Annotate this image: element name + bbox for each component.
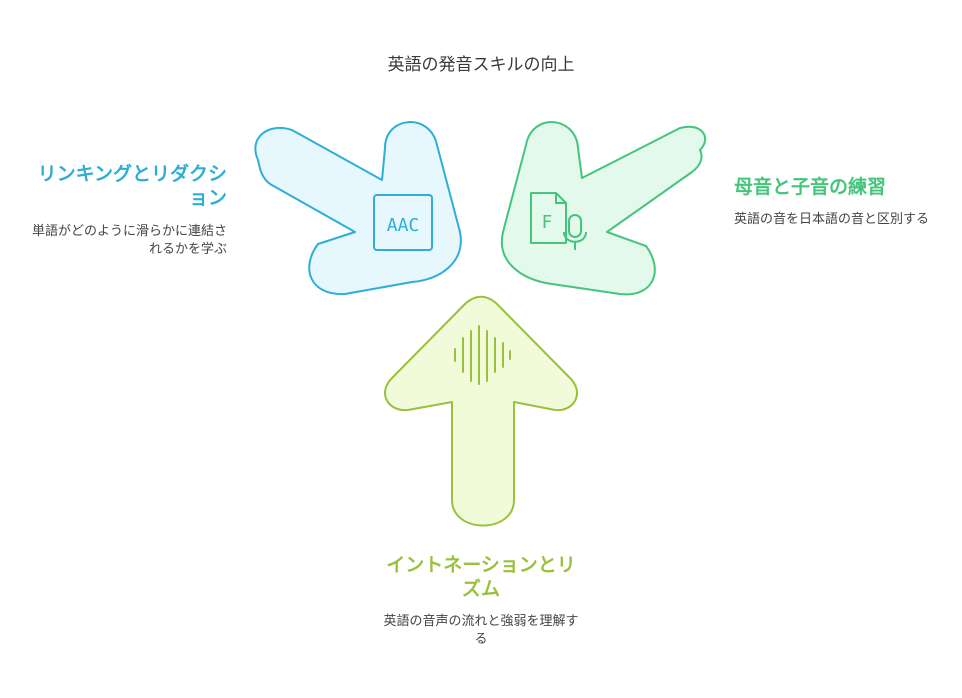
vowel-consonant-heading: 母音と子音の練習 [734, 176, 887, 198]
intonation-rhythm-description: 英語の音声の流れと強弱を理解する [383, 614, 579, 647]
aac-icon-label: AAC [387, 215, 420, 236]
left-arrow-shape [254, 121, 462, 296]
linking-reduction-heading: リンキングとリダクション [37, 163, 227, 209]
left-arrow: AAC [254, 121, 462, 296]
right-arrow-shape [500, 121, 707, 296]
linking-reduction-description: 単語がどのように滑らかに連結されるかを学ぶ [31, 224, 227, 257]
sound-wave-icon [454, 325, 511, 385]
file-microphone-icon: F [530, 192, 587, 250]
aac-icon: AAC [373, 194, 433, 251]
diagram-title: 英語の発音スキルの向上 [387, 55, 575, 75]
vowel-consonant-description: 英語の音を日本語の音と区別する [734, 212, 930, 227]
bottom-arrow-shape [384, 295, 578, 527]
bottom-arrow [384, 295, 578, 527]
right-arrow: F [500, 121, 707, 296]
file-icon-letter: F [542, 212, 552, 233]
intonation-rhythm-heading: イントネーションとリズム [386, 554, 576, 600]
